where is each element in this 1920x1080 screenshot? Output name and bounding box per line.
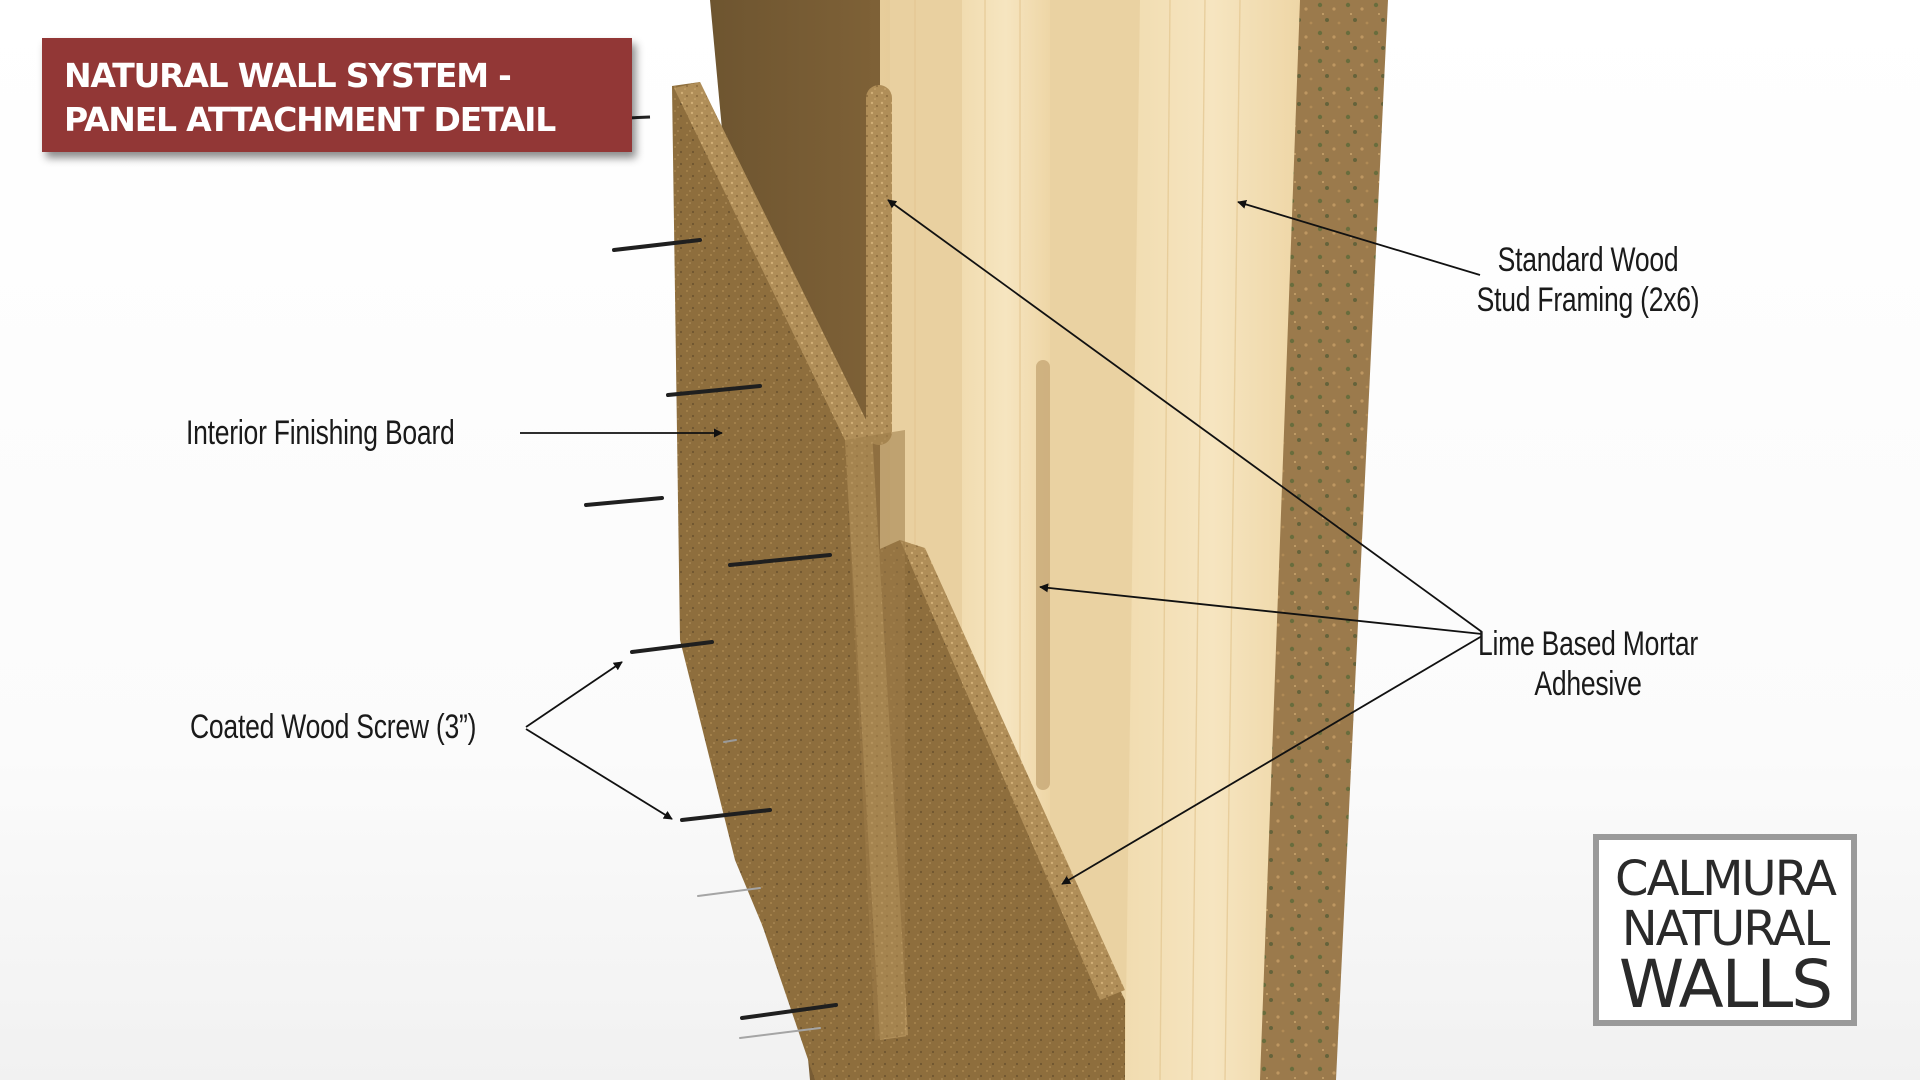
logo-line-1: CALMURA xyxy=(1615,851,1837,907)
mortar-strip-upper xyxy=(866,85,892,445)
screw-faint xyxy=(697,887,761,897)
screw xyxy=(666,384,762,397)
wood-stud-front xyxy=(1125,0,1300,1080)
wood-stud-side xyxy=(1050,0,1140,1080)
screw xyxy=(584,496,664,507)
screw xyxy=(728,553,832,567)
interior-finishing-board-face xyxy=(672,82,905,1045)
label-coated-screw: Coated Wood Screw (3”) xyxy=(190,708,477,746)
label-mortar: Lime Based Mortar Adhesive xyxy=(1471,624,1705,704)
arrow-mortar-upper xyxy=(887,199,1483,633)
arrow-screw-lower xyxy=(525,728,673,820)
calmura-logo: CALMURA NATURAL WALLS xyxy=(1593,834,1857,1026)
label-mortar-line-2: Adhesive xyxy=(1534,665,1642,703)
label-stud-framing: Standard Wood Stud Framing (2x6) xyxy=(1471,240,1705,320)
arrow-mortar-middle xyxy=(1039,583,1483,635)
interior-finishing-board-side xyxy=(845,430,905,1040)
mortar-strip-middle xyxy=(1036,360,1050,790)
label-mortar-line-1: Lime Based Mortar xyxy=(1477,625,1699,663)
logo-line-3: WALLS xyxy=(1618,946,1833,1023)
interior-board-lower-edge xyxy=(900,540,1125,1000)
arrow-screw-upper xyxy=(525,661,623,728)
screw xyxy=(680,808,772,822)
screw-faint xyxy=(723,739,737,743)
screw xyxy=(630,640,714,654)
screw xyxy=(612,238,702,252)
title-line-2: PANEL ATTACHMENT DETAIL xyxy=(64,100,556,139)
label-stud-framing-line-2: Stud Framing (2x6) xyxy=(1476,281,1700,319)
screw-faint xyxy=(739,1027,821,1039)
label-stud-framing-line-1: Standard Wood xyxy=(1497,241,1679,279)
arrow-stud-framing xyxy=(1237,200,1481,276)
logo-line-2: NATURAL xyxy=(1621,901,1830,957)
title-line-1: NATURAL WALL SYSTEM - xyxy=(64,56,512,95)
screw xyxy=(740,1003,838,1020)
arrow-mortar-lower xyxy=(1061,635,1483,885)
diagram-title: NATURAL WALL SYSTEM - PANEL ATTACHMENT D… xyxy=(42,38,632,152)
callout-arrows xyxy=(520,199,1483,885)
label-interior-board: Interior Finishing Board xyxy=(186,414,455,452)
screws xyxy=(584,238,838,1039)
